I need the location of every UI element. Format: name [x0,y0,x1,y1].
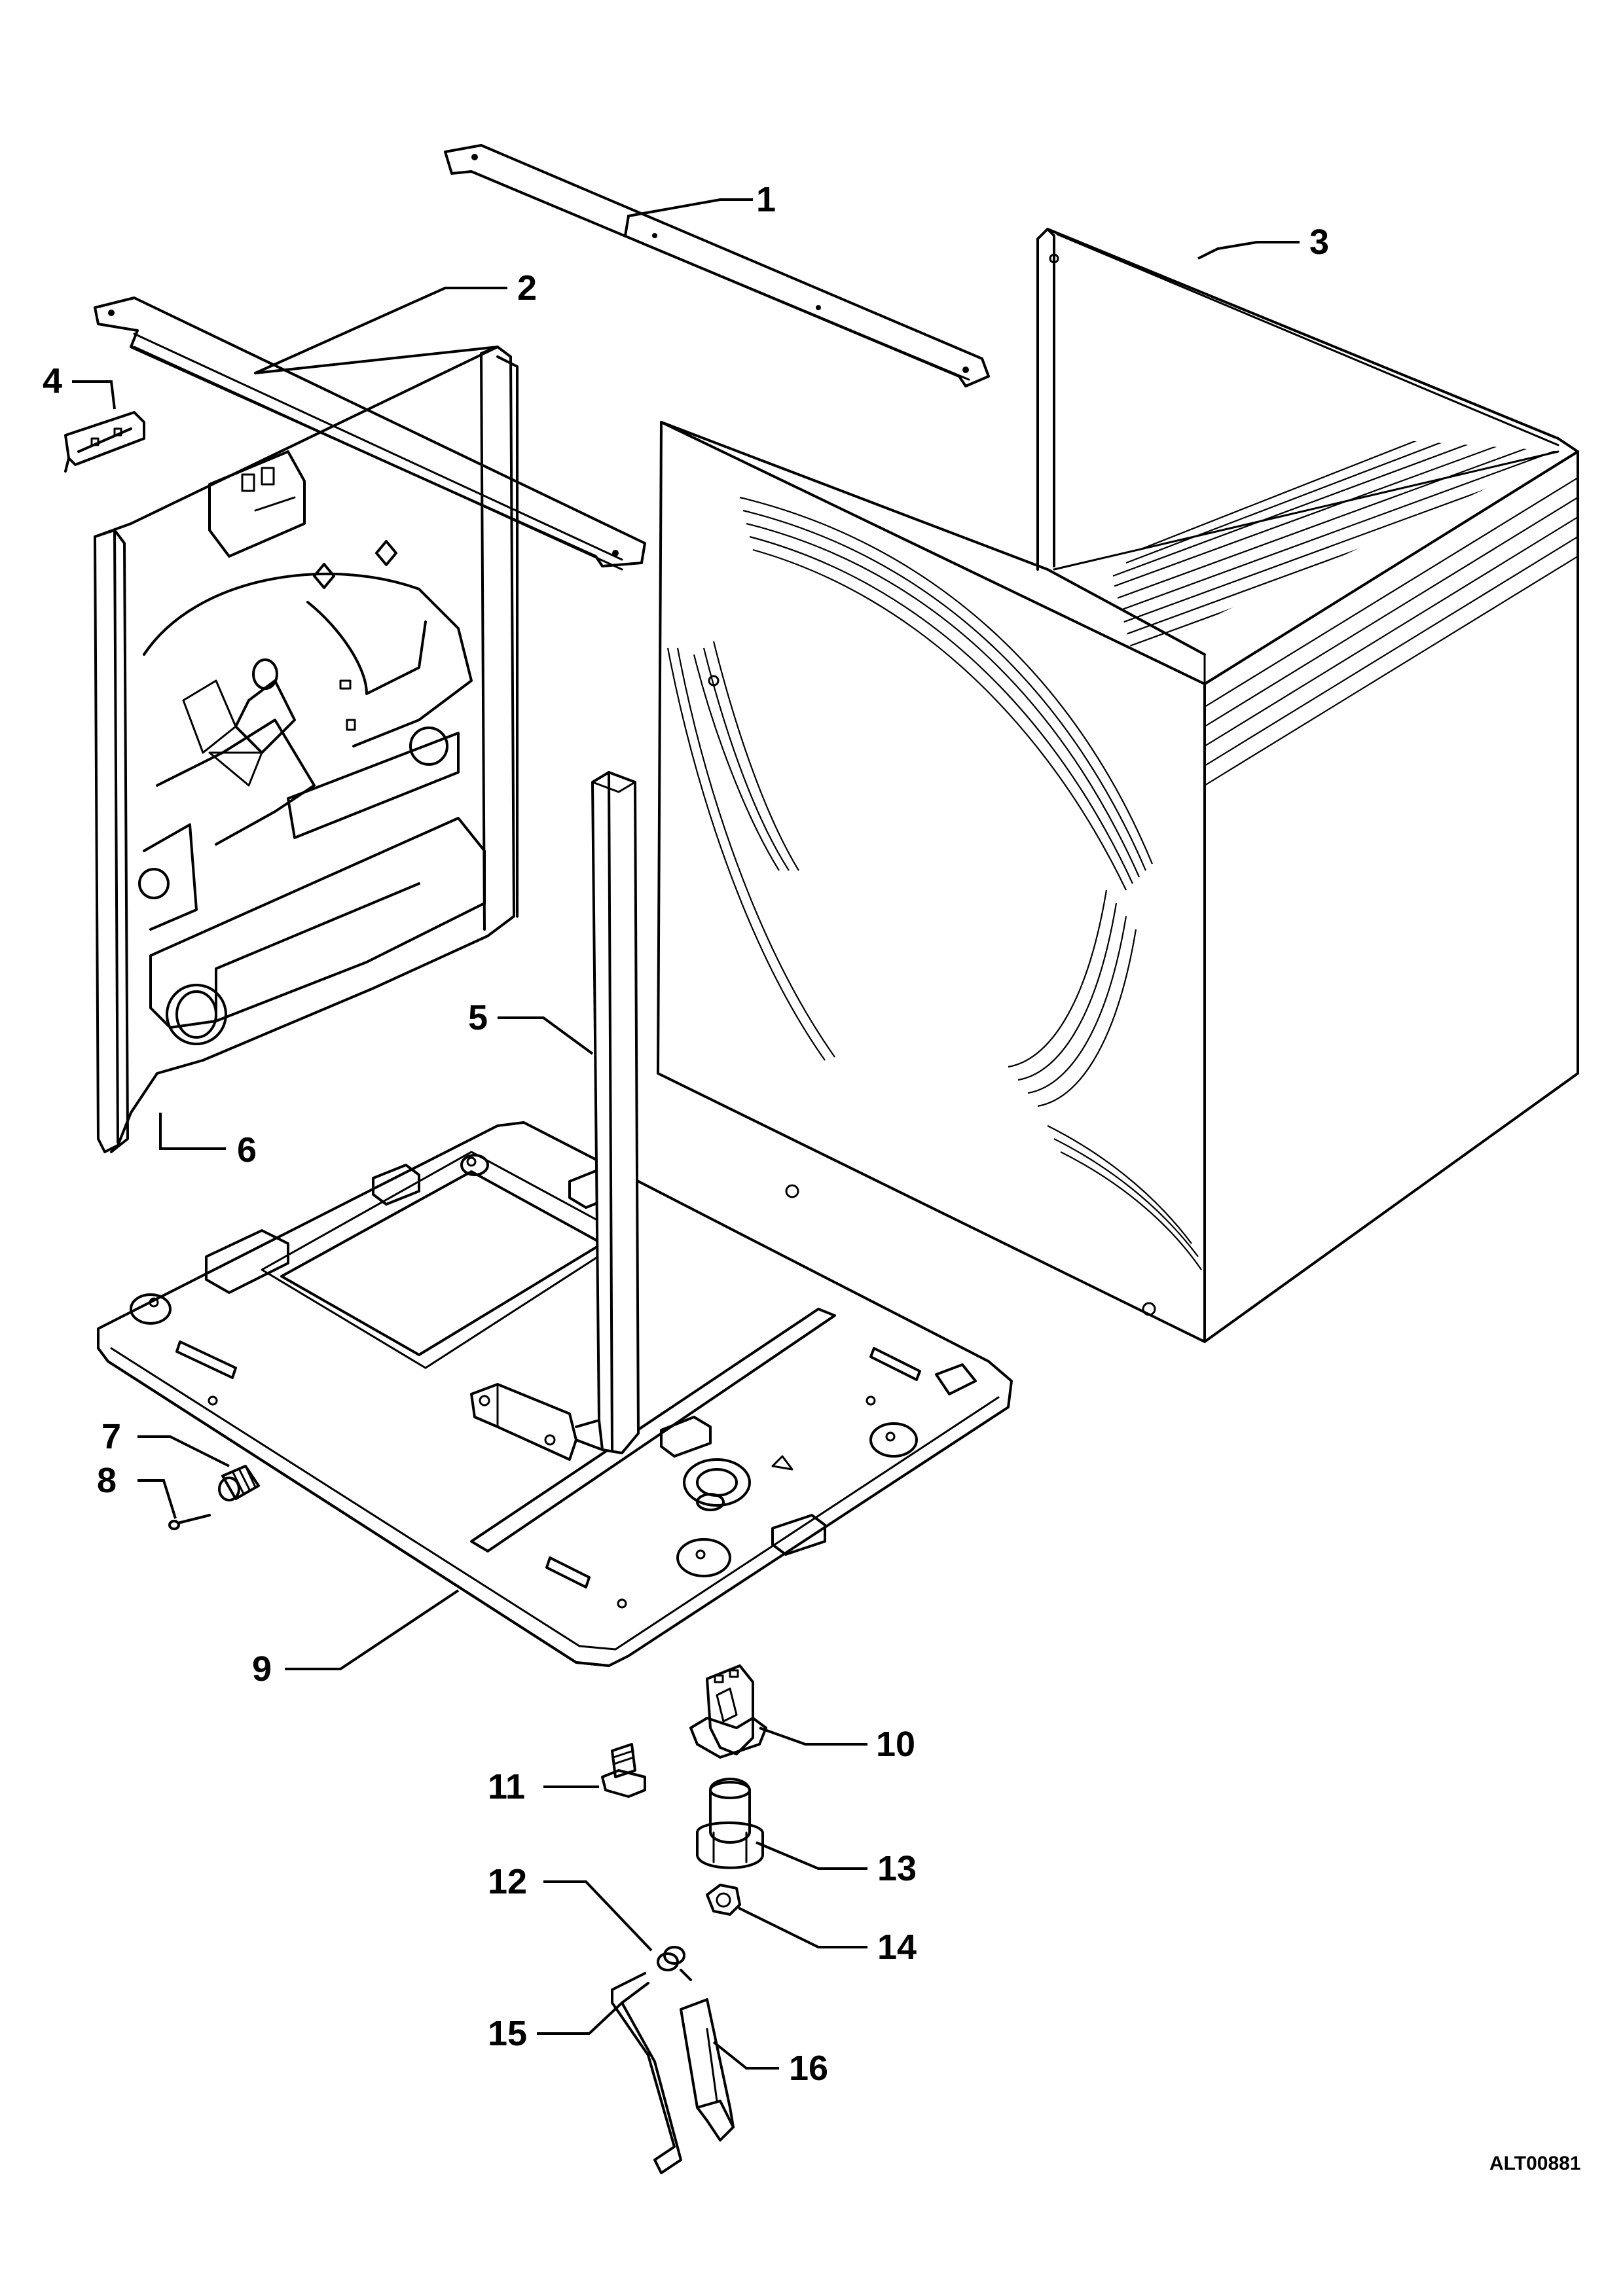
part-label-5: 5 [468,998,488,1037]
part-label-6: 6 [237,1130,257,1170]
nut-part-14 [706,1884,741,1916]
part-label-7: 7 [101,1417,121,1456]
front-top-rail-part-2 [94,296,646,571]
rod-part-15 [611,1972,682,2174]
leader-lines [72,198,1300,2070]
leader-line-1 [624,198,753,236]
leader-line-8 [137,1479,177,1519]
leader-line-9 [285,1589,460,1670]
leader-line-3 [1197,241,1300,260]
cabinet-part-3 [657,228,1579,1343]
leader-line-13 [756,1841,867,1870]
cabinet-door-shading [666,496,1202,1270]
leader-line-7 [137,1435,230,1467]
foot-part-13 [696,1778,764,1869]
part-label-15: 15 [488,2014,527,2053]
part-label-11: 11 [488,1767,525,1806]
bolt-part-11 [601,1743,646,1798]
lever-part-16 [680,1998,735,2142]
part-label-3: 3 [1309,223,1329,262]
leader-line-2 [255,287,507,374]
part-label-2: 2 [517,268,537,308]
leader-line-4 [72,380,116,410]
plug-part-7 [218,1465,260,1501]
part-label-16: 16 [789,2049,828,2088]
rear-top-rail-part-1 [444,144,990,387]
diagram-reference-code: ALT00881 [1489,2153,1581,2174]
part-label-4: 4 [43,361,62,401]
part-label-10: 10 [876,1725,915,1764]
screw-part-8 [168,1514,211,1530]
rear-panel-part-6 [94,346,519,1153]
base-part-9 [97,1121,1013,1667]
spring-part-12 [657,1946,692,1981]
part-label-13: 13 [877,1849,917,1888]
foot-bracket-part-10 [689,1664,767,1759]
part-labels: 1 2 3 4 5 6 7 8 9 10 11 12 13 14 15 16 [43,180,1329,2088]
part-label-1: 1 [756,180,776,219]
leader-line-15 [537,2001,623,2035]
part-label-12: 12 [488,1862,527,1901]
leader-line-14 [738,1907,867,1948]
leader-line-6 [159,1113,226,1150]
leader-line-16 [712,2041,779,2070]
leader-line-10 [759,1727,867,1746]
cabinet-side-shading [1205,477,1578,786]
leader-line-12 [543,1880,653,1952]
part-label-8: 8 [97,1461,117,1500]
clip-part-4 [64,411,145,473]
part-label-14: 14 [877,1928,917,1967]
leader-line-5 [498,1016,594,1055]
part-label-9: 9 [252,1649,272,1689]
corner-post-part-5 [470,771,640,1461]
